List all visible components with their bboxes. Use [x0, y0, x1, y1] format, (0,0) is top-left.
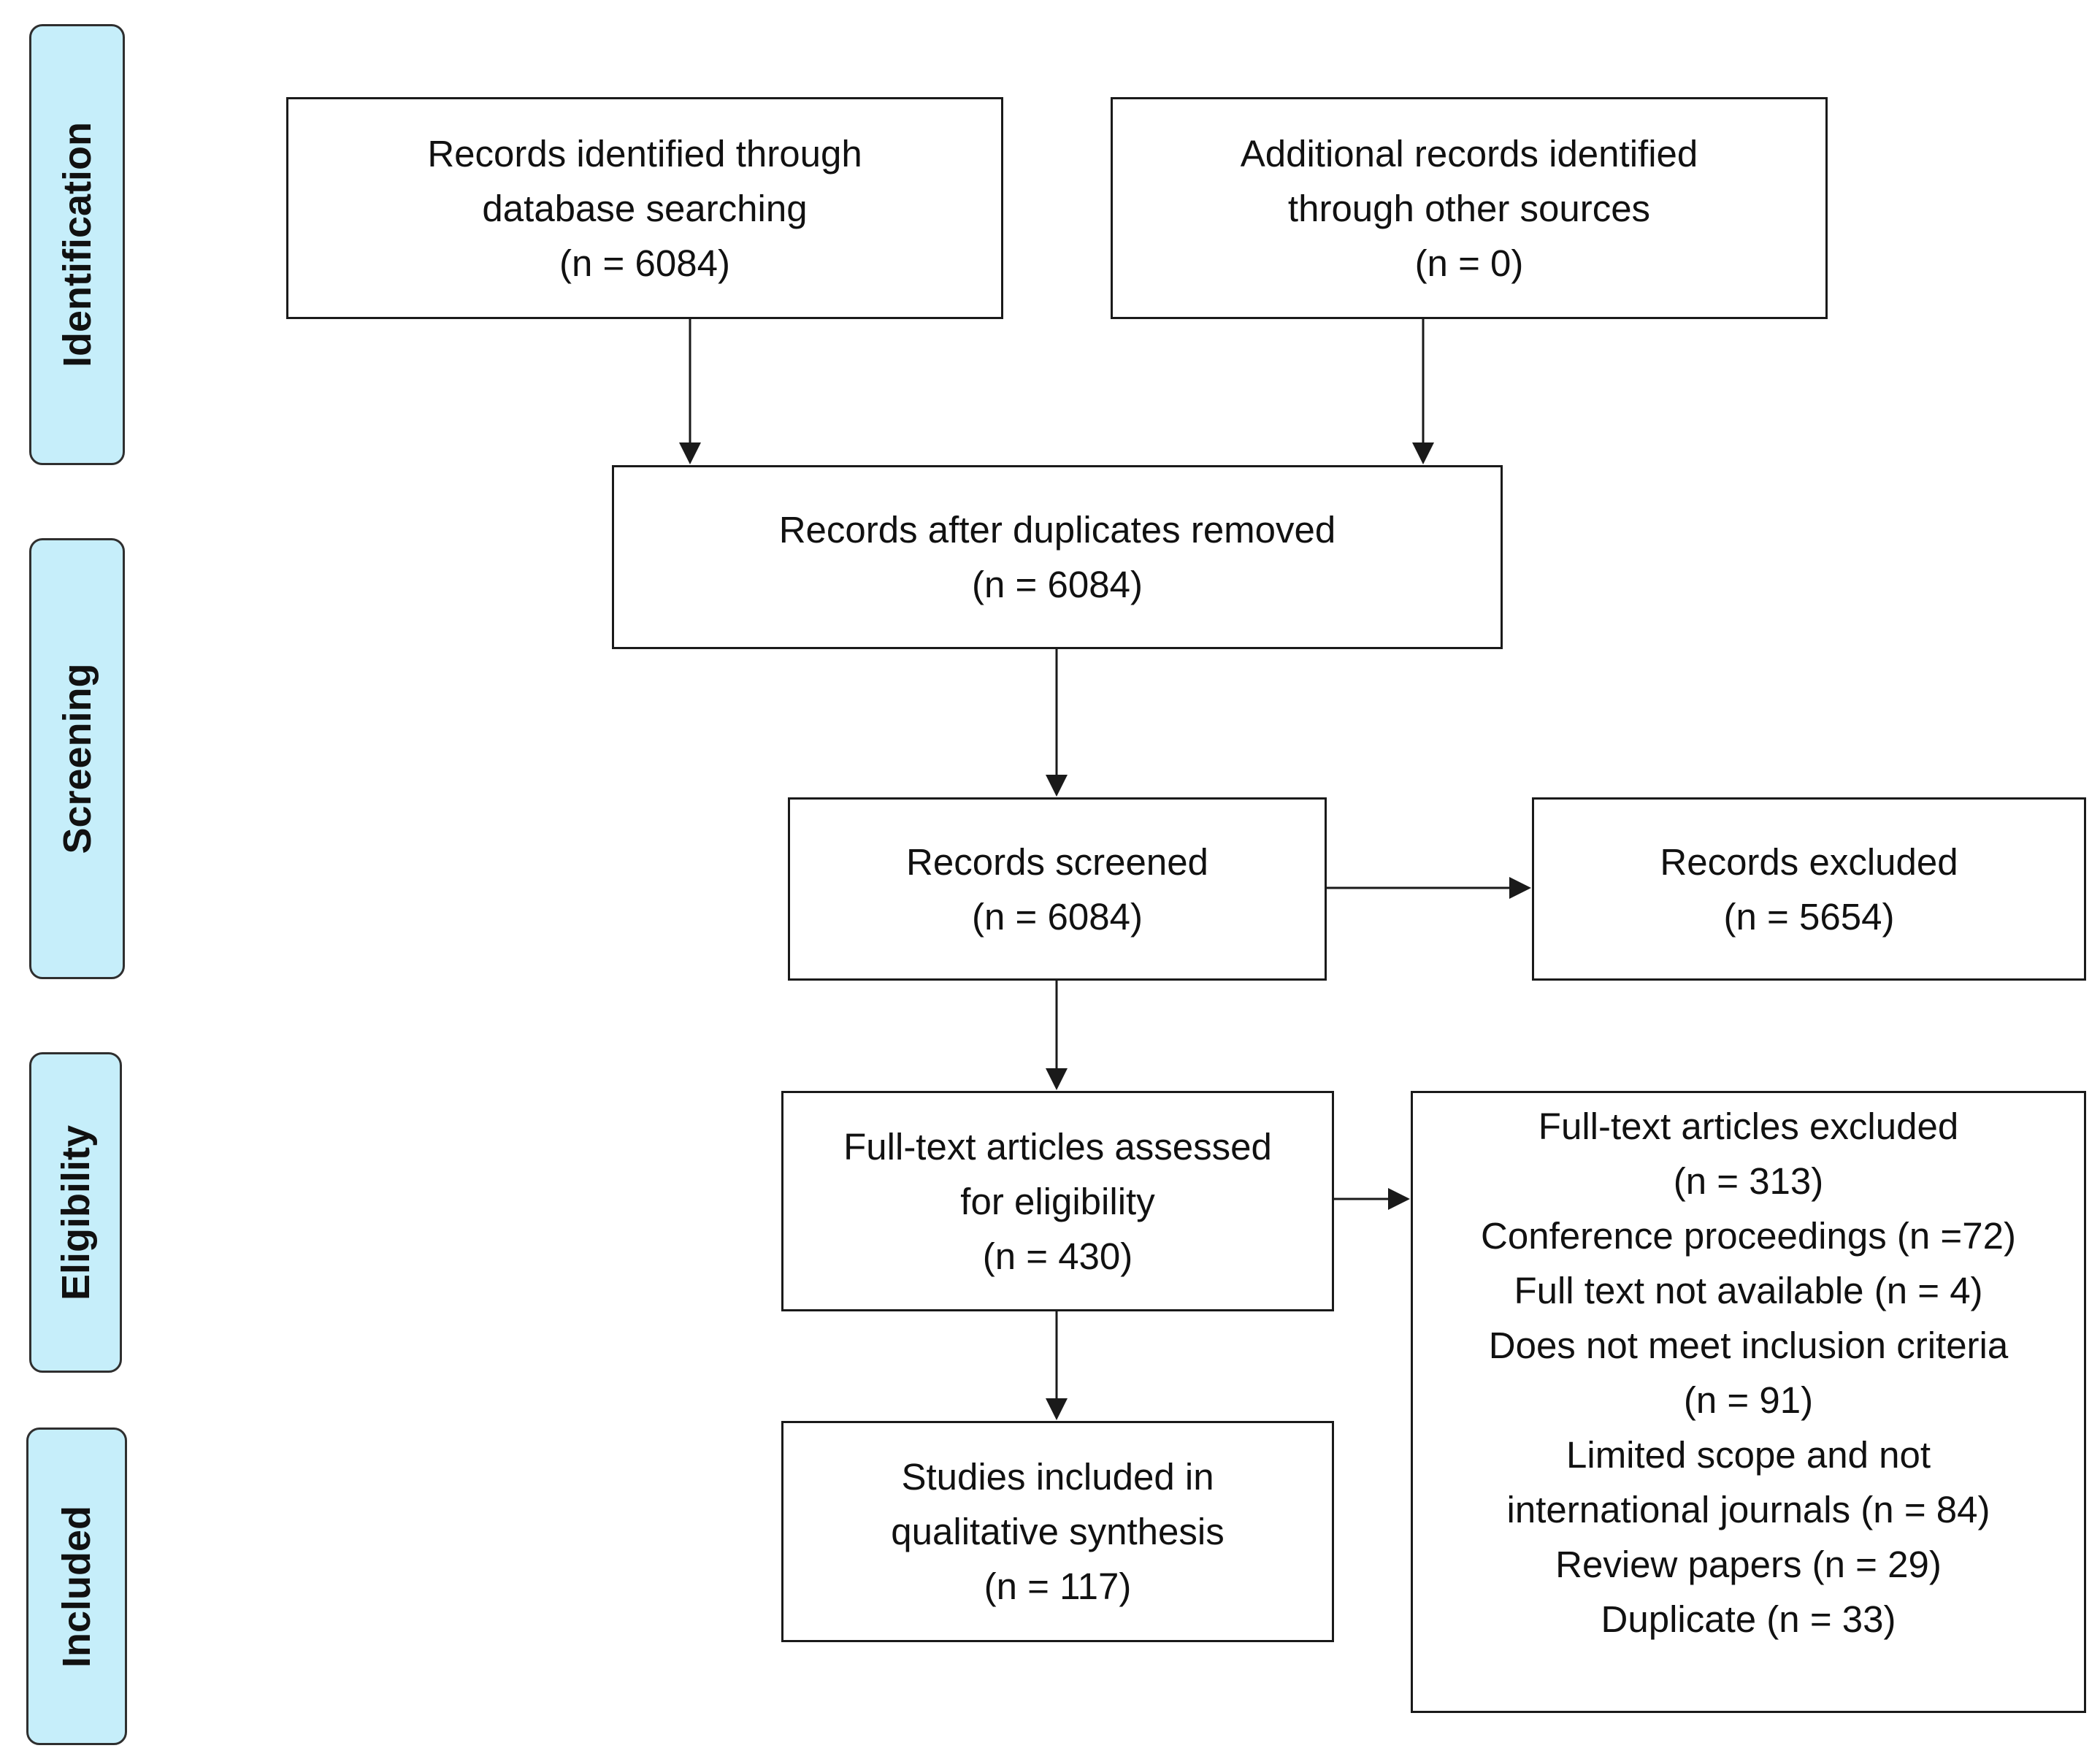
stage-label-identification: Identification: [29, 24, 125, 465]
box-fulltext-excluded-line-6: (n = 91): [1683, 1379, 1814, 1421]
box-other-sources: Additional records identified through ot…: [1111, 97, 1828, 319]
box-fulltext-excluded-line-7: Limited scope and not: [1566, 1434, 1931, 1476]
box-other-sources-line-1: Additional records identified: [1240, 132, 1698, 175]
box-fulltext-excluded: Full-text articles excluded (n = 313) Co…: [1411, 1091, 2086, 1713]
box-fulltext-excluded-line-1: Full-text articles excluded: [1538, 1105, 1959, 1147]
box-fulltext-excluded-line-8: international journals (n = 84): [1506, 1489, 1990, 1530]
box-other-sources-line-2: through other sources: [1287, 187, 1651, 229]
box-studies-included-line-1: Studies included in: [901, 1456, 1214, 1498]
box-fulltext-excluded-line-3: Conference proceedings (n =72): [1481, 1215, 2016, 1257]
box-database-search-line-1: Records identified through: [427, 132, 862, 175]
stage-label-included: Included: [26, 1427, 127, 1745]
stage-label-eligibility: Eligibility: [29, 1052, 122, 1373]
box-records-excluded-line-2: (n = 5654): [1723, 895, 1895, 938]
box-studies-included-line-2: qualitative synthesis: [891, 1511, 1225, 1552]
box-fulltext-assessed: Full-text articles assessed for eligibil…: [781, 1091, 1334, 1311]
box-other-sources-line-3: (n = 0): [1414, 242, 1524, 284]
box-duplicates-removed: Records after duplicates removed (n = 60…: [612, 465, 1503, 649]
box-fulltext-excluded-line-2: (n = 313): [1673, 1160, 1824, 1202]
box-database-search: Records identified through database sear…: [286, 97, 1003, 319]
box-records-screened-line-1: Records screened: [906, 840, 1208, 883]
box-fulltext-excluded-line-10: Duplicate (n = 33): [1601, 1598, 1896, 1640]
box-fulltext-assessed-line-1: Full-text articles assessed: [843, 1125, 1272, 1168]
box-duplicates-removed-line-1: Records after duplicates removed: [778, 509, 1336, 551]
box-fulltext-excluded-line-5: Does not meet inclusion criteria: [1488, 1325, 2009, 1366]
box-studies-included: Studies included in qualitative synthesi…: [781, 1421, 1334, 1642]
box-database-search-line-3: (n = 6084): [559, 242, 730, 284]
box-records-screened: Records screened (n = 6084): [788, 797, 1327, 981]
box-fulltext-assessed-line-2: for eligibility: [960, 1180, 1155, 1222]
box-fulltext-excluded-line-4: Full text not available (n = 4): [1514, 1270, 1983, 1311]
box-database-search-line-2: database searching: [482, 187, 808, 229]
stage-label-screening: Screening: [29, 538, 125, 979]
box-records-screened-line-2: (n = 6084): [972, 895, 1143, 938]
box-fulltext-assessed-line-3: (n = 430): [982, 1235, 1133, 1277]
box-studies-included-line-3: (n = 117): [984, 1566, 1132, 1607]
box-records-excluded-line-1: Records excluded: [1660, 840, 1958, 883]
box-fulltext-excluded-line-9: Review papers (n = 29): [1555, 1544, 1942, 1585]
box-records-excluded: Records excluded (n = 5654): [1532, 797, 2086, 981]
box-duplicates-removed-line-2: (n = 6084): [972, 564, 1143, 605]
